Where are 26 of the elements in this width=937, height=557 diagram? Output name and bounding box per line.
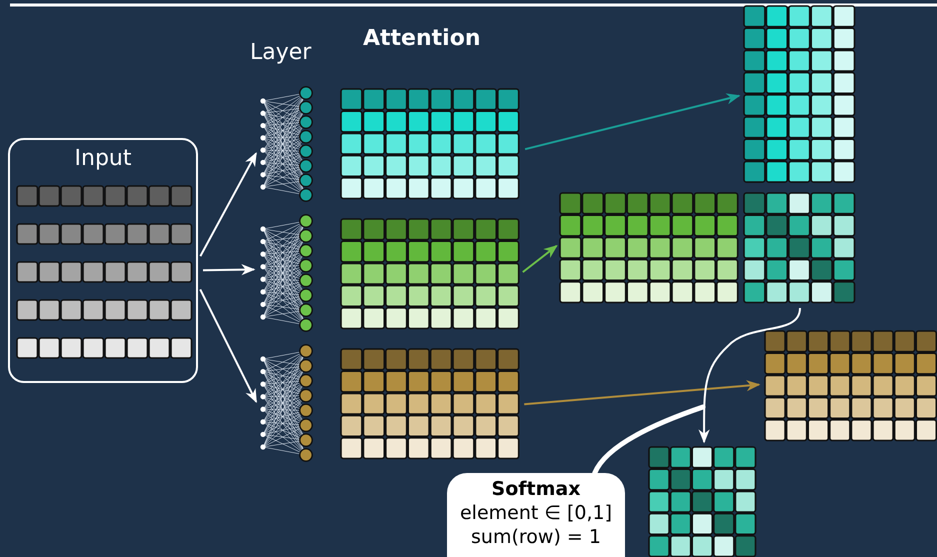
arrow (698, 308, 801, 444)
matrix-grid (340, 88, 522, 201)
input-panel (8, 138, 198, 383)
matrix-grid (340, 218, 522, 331)
panel-title: Input (74, 146, 132, 171)
arrow (524, 93, 740, 150)
speech-bubble (447, 473, 625, 557)
arrow (199, 289, 258, 404)
callout-text: element ∈ [0,1] (460, 501, 612, 525)
arrow (202, 264, 256, 276)
matrix-grid (743, 192, 857, 305)
section-heading: Attention (363, 26, 480, 51)
matrix-grid (559, 192, 740, 305)
matrix-grid (648, 446, 758, 557)
neural-network-drawing (258, 86, 314, 202)
layer-label: Layer (250, 40, 312, 65)
arrow (200, 152, 257, 257)
callout-title: Softmax (492, 477, 580, 501)
neural-network-drawing (258, 214, 314, 332)
matrix-grid (764, 330, 937, 443)
neural-network-drawing (258, 344, 314, 462)
arrow (522, 244, 558, 273)
arrow (524, 380, 760, 406)
callout-text: sum(row) = 1 (471, 525, 601, 549)
matrix-grid (743, 5, 857, 185)
matrix-grid (340, 348, 522, 461)
